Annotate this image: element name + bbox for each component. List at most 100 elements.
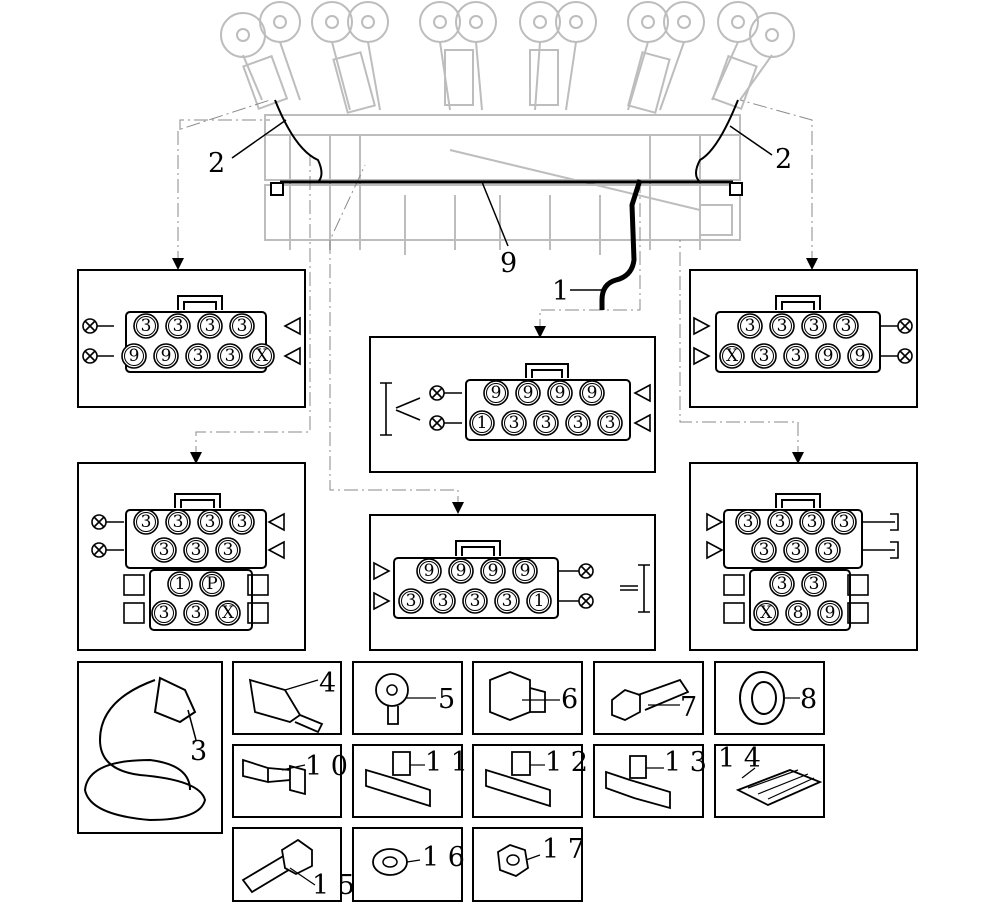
connector-pin [480, 558, 506, 584]
connector-pin-ring [756, 603, 776, 623]
connector-pin [769, 313, 795, 339]
connector-pin-label: 3 [541, 413, 552, 433]
connector-pin [751, 343, 777, 369]
connector-pin-label: 9 [855, 346, 866, 366]
connector-pin-label: 9 [823, 346, 834, 366]
connector-pin [769, 571, 795, 597]
connector-pin-ring [836, 316, 856, 336]
part-15-bolt [232, 827, 342, 902]
part-label-4: 4 [319, 668, 336, 699]
connector-pin-ring [433, 591, 453, 611]
connector-pin [462, 588, 488, 614]
connector-pin [833, 313, 859, 339]
connector-pin-label: 3 [191, 603, 202, 623]
part-11-tee [352, 744, 463, 818]
connector-pin-ring [497, 591, 517, 611]
callout-2-left: 2 [208, 148, 225, 179]
connector-pin-label: 8 [793, 603, 804, 623]
connector-pin-label: 3 [823, 540, 834, 560]
connector-pin [501, 410, 527, 436]
connector-pin-ring [252, 346, 272, 366]
part-label-5: 5 [438, 684, 455, 715]
part-8-washer [714, 661, 825, 735]
connector-pin-label: 9 [491, 383, 502, 403]
connector-pin-ring [754, 540, 774, 560]
connector-pin-label: 1 [534, 591, 545, 611]
connector-pin-ring [820, 603, 840, 623]
connector-pin-label: P [206, 574, 217, 594]
connector-pin-label: 9 [456, 561, 467, 581]
part-label-10: 1 0 [305, 751, 348, 782]
part-label-12: 1 2 [545, 747, 588, 778]
connector-pin-ring [770, 512, 790, 532]
connector-pin-label: 3 [237, 512, 248, 532]
connector-pin-label: 3 [141, 316, 152, 336]
connector-pin-ring [818, 346, 838, 366]
part-14-clip [714, 744, 825, 818]
connector-pin [783, 343, 809, 369]
part-10-union [232, 744, 342, 818]
parts-grid [77, 661, 825, 902]
connector-pin [199, 571, 225, 597]
connector-pin-ring [740, 316, 760, 336]
connector-pin-ring [818, 540, 838, 560]
connector-pin-label: 9 [587, 383, 598, 403]
connector-pin-ring [786, 540, 806, 560]
connector-pin [183, 600, 209, 626]
part-label-14: 1 4 [718, 743, 761, 774]
connector-pin-label: 3 [791, 540, 802, 560]
connector-pin-label: 3 [225, 346, 236, 366]
connector-pin [249, 343, 275, 369]
part-6-plug [472, 661, 583, 735]
connector-pin [515, 380, 541, 406]
top-callouts [231, 119, 773, 291]
connector-pin [801, 313, 827, 339]
connector-pin-label: 3 [807, 512, 818, 532]
part-4-adapter [232, 661, 342, 735]
connector-pin [751, 537, 777, 563]
connector-pin-ring [200, 316, 220, 336]
connector-pin-ring [515, 561, 535, 581]
connector-pin-label: 3 [573, 413, 584, 433]
connector-pin-ring [722, 346, 742, 366]
connector-pin [785, 600, 811, 626]
connector-pin-ring [483, 561, 503, 581]
connector-pin-ring [202, 574, 222, 594]
connector-pin-label: 3 [743, 512, 754, 532]
connector-pin [799, 509, 825, 535]
connector-pin-ring [218, 603, 238, 623]
connector-pin-label: 3 [759, 346, 770, 366]
machine-illustration [220, 1, 795, 255]
connector-pin [448, 558, 474, 584]
part-12-tee [472, 744, 583, 818]
part-label-8: 8 [800, 684, 817, 715]
connector-pin-ring [218, 540, 238, 560]
callout-2-right: 2 [775, 144, 792, 175]
connector-pin-ring [186, 603, 206, 623]
connector-pin [483, 380, 509, 406]
connector-pin [494, 588, 520, 614]
connector-pin [183, 537, 209, 563]
connector-pin [547, 380, 573, 406]
part-16-washer [352, 827, 463, 902]
connector-pin-label: 9 [520, 561, 531, 581]
connector-pin [831, 509, 857, 535]
connector-pin [737, 313, 763, 339]
connector-pin-label: 9 [523, 383, 534, 403]
connector-pin [783, 537, 809, 563]
connector-pin [217, 343, 243, 369]
connector-pin [229, 509, 255, 535]
connector-pin-label: 3 [509, 413, 520, 433]
part-7-bolt [593, 661, 704, 735]
connector-pin-ring [451, 561, 471, 581]
connector-pin-ring [401, 591, 421, 611]
connector-pin-label: 3 [191, 540, 202, 560]
connector-pin [735, 509, 761, 535]
part-17-nut [472, 827, 583, 902]
connector-pin-label: 3 [759, 540, 770, 560]
connector-pin [229, 313, 255, 339]
connector-pin-label: 9 [488, 561, 499, 581]
connector-pin-label: 3 [777, 574, 788, 594]
